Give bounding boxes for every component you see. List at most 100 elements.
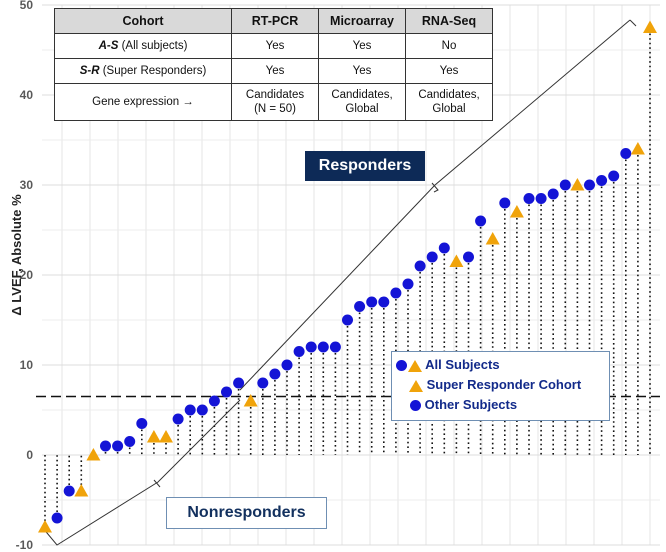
other-subject-point bbox=[233, 377, 245, 389]
super-responder-point bbox=[449, 254, 464, 267]
other-subject-point bbox=[620, 148, 632, 159]
table-cell: Candidates (N = 50) bbox=[231, 83, 319, 121]
table-header-cell: RT-PCR bbox=[231, 8, 319, 34]
super-responder-point bbox=[243, 394, 258, 407]
other-subject-point bbox=[257, 377, 269, 389]
legend-label: Other Subjects bbox=[424, 397, 518, 412]
y-tick-label: 0 bbox=[26, 448, 33, 462]
y-tick-label: 40 bbox=[20, 88, 34, 102]
table-cell-cohort: S-R (Super Responders) bbox=[54, 58, 232, 84]
super-responder-point bbox=[630, 142, 645, 155]
super-responder-point bbox=[643, 20, 657, 33]
other-subject-point bbox=[499, 197, 511, 209]
super-responder-point bbox=[146, 430, 161, 443]
other-subject-point bbox=[402, 278, 414, 290]
table-header-cell: RNA-Seq bbox=[405, 8, 493, 34]
other-subject-point bbox=[354, 301, 366, 312]
responders-callout: Responders bbox=[305, 151, 425, 181]
cell-line: Candidates, bbox=[331, 89, 393, 101]
other-subject-point bbox=[463, 251, 474, 263]
super-responder-point bbox=[74, 484, 89, 497]
table-cell: Candidates,Global bbox=[405, 83, 493, 121]
table-row: S-R (Super Responders) Yes Yes Yes bbox=[54, 58, 493, 84]
other-subject-point bbox=[172, 413, 184, 425]
triangle-marker-icon bbox=[409, 379, 423, 392]
super-responder-point bbox=[159, 430, 173, 443]
table-cell: Yes bbox=[318, 33, 406, 59]
other-subject-point bbox=[608, 170, 620, 182]
cell-line: Global bbox=[345, 103, 379, 115]
y-tick-label: 10 bbox=[20, 358, 34, 372]
other-subject-point bbox=[51, 512, 63, 524]
other-subject-point bbox=[584, 179, 595, 191]
y-axis-label: Δ LVEF, Absolute % bbox=[9, 194, 24, 316]
responders-bracket bbox=[239, 19, 637, 391]
legend-label: Super Responder Cohort bbox=[426, 377, 582, 392]
y-tick-label: 30 bbox=[20, 178, 34, 192]
other-subject-point bbox=[196, 404, 208, 416]
other-subject-point bbox=[208, 395, 220, 407]
super-responder-point bbox=[485, 232, 500, 245]
cohort-code: A-S bbox=[98, 40, 119, 52]
super-responder-point bbox=[570, 178, 585, 191]
other-subject-point bbox=[366, 296, 378, 308]
circle-marker-icon bbox=[410, 400, 421, 412]
other-subject-point bbox=[269, 368, 281, 380]
other-subject-point bbox=[547, 188, 559, 200]
other-subject-point bbox=[221, 386, 232, 398]
cohort-desc: (Super Responders) bbox=[99, 65, 207, 77]
other-subject-point bbox=[523, 193, 535, 204]
table-cell-cohort: A-S (All subjects) bbox=[54, 33, 232, 59]
cohort-desc: (All subjects) bbox=[118, 40, 188, 52]
other-subject-point bbox=[112, 440, 124, 452]
other-subject-point bbox=[342, 314, 353, 326]
circle-marker-icon bbox=[396, 360, 407, 372]
cell-line: Candidates bbox=[245, 89, 305, 101]
table-cell: Candidates, Global bbox=[318, 83, 406, 121]
table-cell-gene-expression: Gene expression → bbox=[54, 83, 232, 121]
super-responder-point bbox=[509, 205, 524, 218]
other-subject-point bbox=[100, 440, 111, 452]
table-cell: No bbox=[405, 33, 493, 59]
cell-line: Candidates, bbox=[418, 89, 480, 101]
table-row: A-S (All subjects) Yes Yes No bbox=[54, 33, 493, 59]
other-subject-point bbox=[559, 179, 571, 191]
other-subject-point bbox=[124, 436, 136, 447]
other-subject-point bbox=[438, 242, 450, 254]
legend-all-subjects: All Subjects bbox=[396, 356, 500, 374]
other-subject-point bbox=[281, 359, 293, 371]
other-subject-point bbox=[390, 287, 402, 299]
legend-other-subjects: Other Subjects bbox=[410, 396, 517, 414]
table-cell: Yes bbox=[405, 58, 493, 84]
other-subject-point bbox=[63, 485, 75, 497]
y-tick-label: 50 bbox=[20, 0, 34, 12]
other-subject-point bbox=[184, 404, 196, 416]
y-tick-label: -10 bbox=[16, 538, 34, 552]
table-header-cell: Microarray bbox=[318, 8, 406, 34]
cell-line: (N = 50) bbox=[254, 103, 296, 115]
cohort-table: Cohort RT-PCR Microarray RNA-Seq A-S (Al… bbox=[54, 8, 493, 121]
other-subject-point bbox=[305, 341, 317, 353]
table-cell: Yes bbox=[231, 58, 319, 84]
other-subject-point bbox=[329, 341, 341, 353]
nonresponders-callout: Nonresponders bbox=[166, 497, 327, 529]
cohort-code: S-R bbox=[79, 65, 100, 77]
other-subject-point bbox=[136, 418, 148, 429]
data-points bbox=[38, 20, 657, 533]
other-subject-point bbox=[475, 215, 487, 227]
table-header-cell: Cohort bbox=[54, 8, 232, 34]
table-cell: Yes bbox=[231, 33, 319, 59]
table-cell: Yes bbox=[318, 58, 406, 84]
super-responder-point bbox=[86, 448, 101, 461]
other-subject-point bbox=[596, 175, 608, 186]
triangle-marker-icon bbox=[408, 359, 422, 372]
other-subject-point bbox=[293, 346, 305, 357]
super-responder-point bbox=[38, 520, 52, 533]
nonresponders-bracket bbox=[41, 399, 241, 546]
legend: All Subjects Super Responder Cohort Othe… bbox=[391, 351, 610, 421]
legend-label: All Subjects bbox=[425, 357, 500, 372]
other-subject-point bbox=[535, 193, 547, 204]
other-subject-point bbox=[414, 260, 426, 272]
drop-lines bbox=[44, 33, 651, 521]
